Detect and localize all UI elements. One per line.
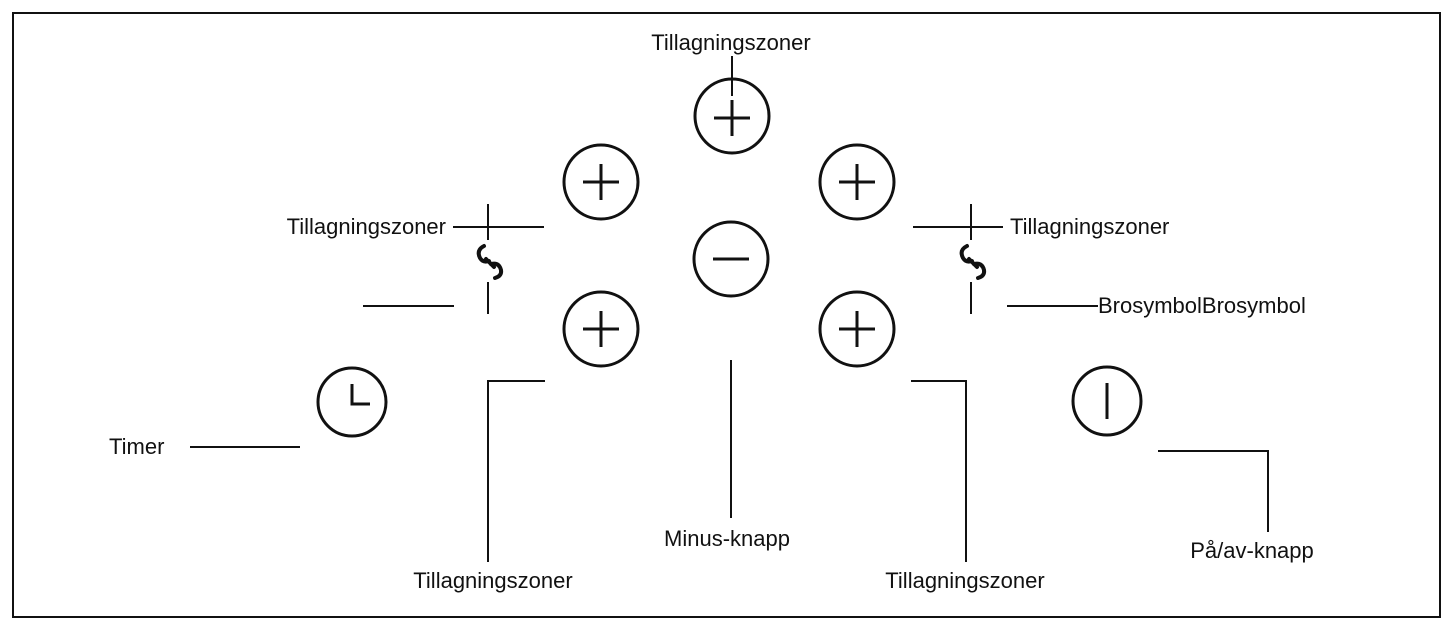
label-bridge-symbol: BrosymbolBrosymbol — [1098, 293, 1306, 318]
label-cooking-zones-bottom-left: Tillagningszoner — [413, 568, 572, 593]
cooking-zone-lower-right-plus-button[interactable] — [818, 290, 896, 368]
bridge-symbol-right[interactable] — [959, 204, 987, 314]
cooking-zone-top-plus-button[interactable] — [693, 77, 771, 155]
plus-icon — [839, 311, 875, 347]
label-power-button: På/av-knapp — [1190, 538, 1314, 563]
clock-icon — [350, 384, 370, 406]
label-cooking-zones-bottom-right: Tillagningszoner — [885, 568, 1044, 593]
leader-lines — [190, 56, 1269, 562]
bridge-link-icon — [476, 244, 504, 280]
timer-button[interactable] — [316, 366, 388, 438]
label-cooking-zones-left: Tillagningszoner — [287, 214, 446, 239]
label-cooking-zones-top: Tillagningszoner — [651, 30, 810, 55]
label-minus-button: Minus-knapp — [664, 526, 790, 551]
power-button[interactable] — [1071, 365, 1143, 437]
bridge-symbol-left[interactable] — [476, 204, 504, 314]
label-timer: Timer — [109, 434, 164, 459]
panel-frame — [12, 12, 1441, 618]
cooking-zone-upper-left-plus-button[interactable] — [562, 143, 640, 221]
minus-button[interactable] — [692, 220, 770, 298]
cooking-zone-upper-right-plus-button[interactable] — [818, 143, 896, 221]
label-cooking-zones-right: Tillagningszoner — [1010, 214, 1169, 239]
plus-icon — [583, 311, 619, 347]
plus-icon — [839, 164, 875, 200]
plus-icon — [714, 100, 750, 136]
bridge-link-icon — [959, 244, 987, 280]
cooking-zone-lower-left-plus-button[interactable] — [562, 290, 640, 368]
plus-icon — [583, 164, 619, 200]
